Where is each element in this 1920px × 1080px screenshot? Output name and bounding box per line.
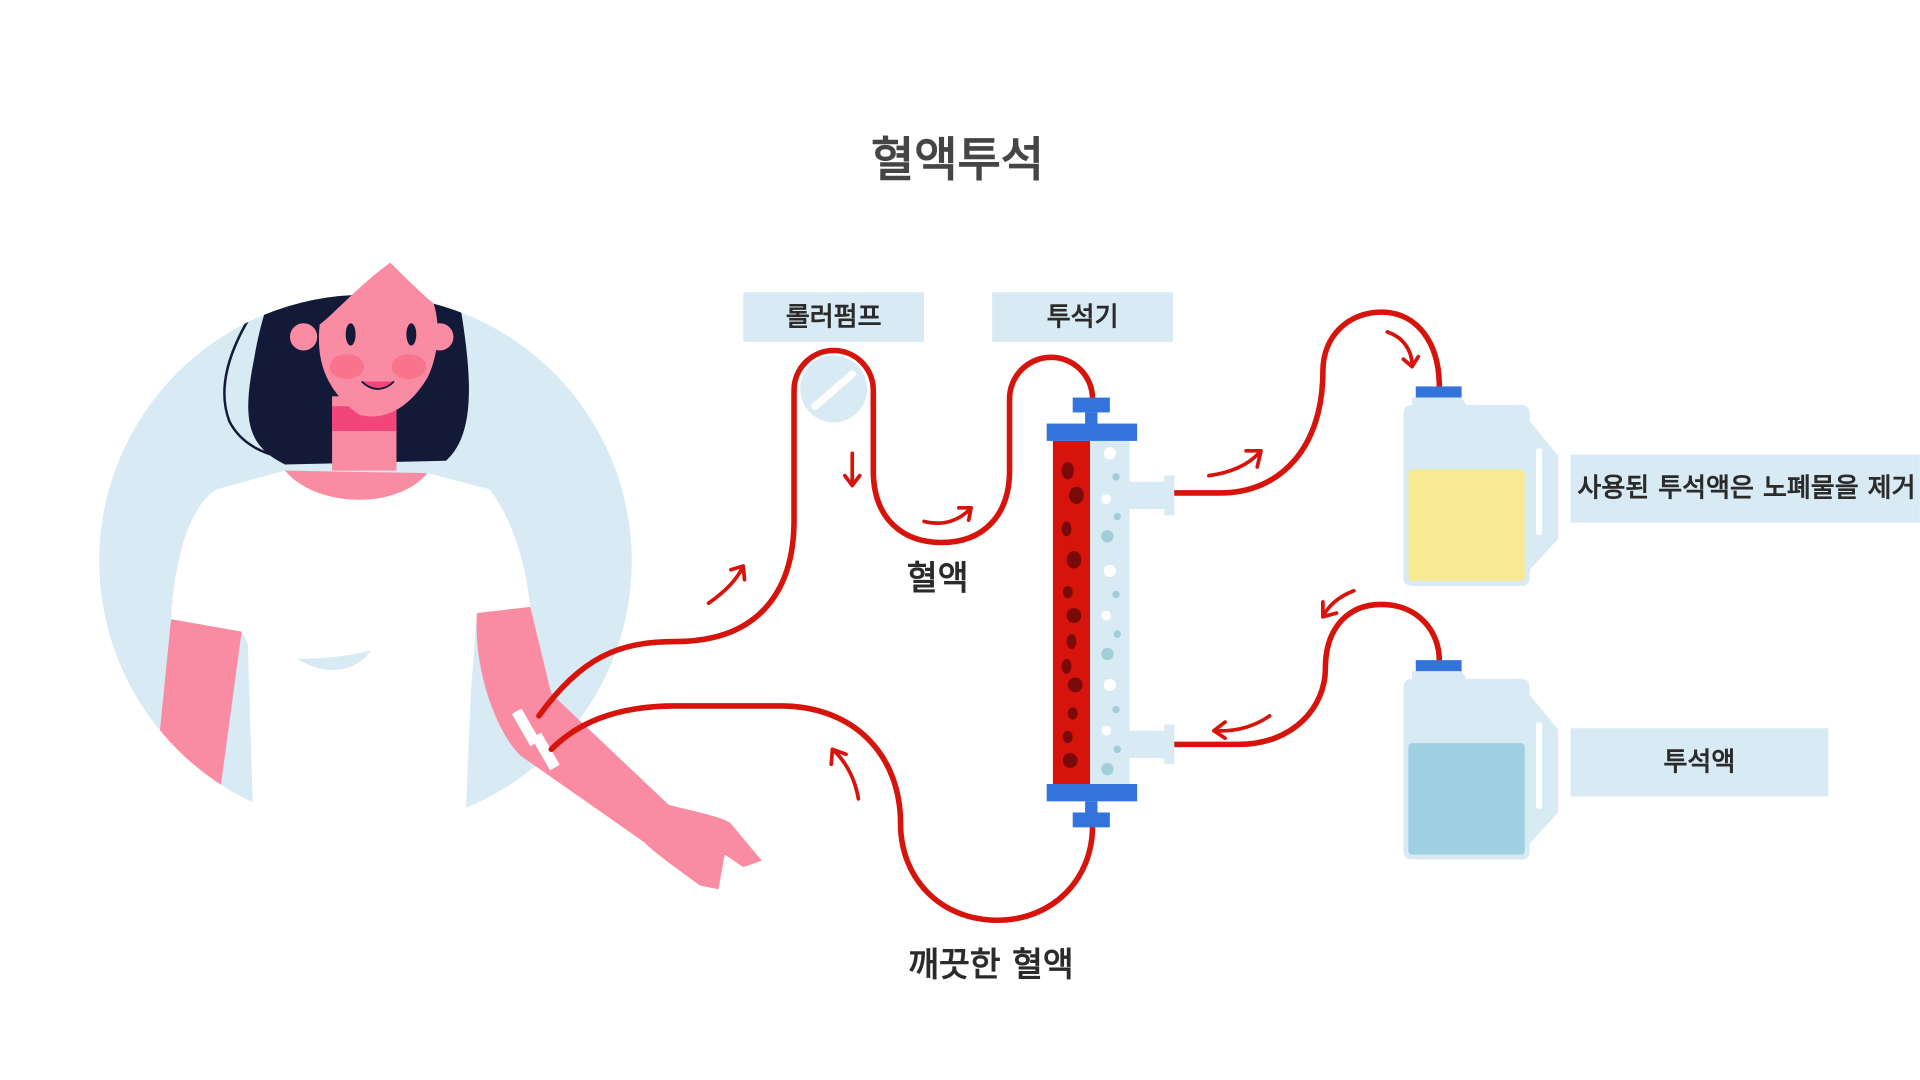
dialyzer-label-box [992,292,1174,342]
dialysate-label-box [1570,728,1829,797]
fresh-dialysate-bottle [1403,660,1559,860]
arrow-icon [922,505,974,525]
roller-pump-label-box [743,292,925,342]
diagram-title: 혈액투석 [871,133,1044,188]
clean-blood-tube [548,703,1096,924]
dialyzer [1046,397,1175,828]
used-dialysate-label: 사용된 투석액은 노폐물을 제거 [1577,474,1915,504]
used-dialysate-tube [1171,309,1443,496]
patient-illustration [99,262,762,890]
dialyzer-label: 투석기 [1047,303,1119,333]
dialysate-label: 투석액 [1664,747,1736,777]
clean-blood-label: 깨끗한 혈액 [908,945,1073,984]
arrow-icon [842,451,862,488]
roller-pump [800,355,868,423]
arrow-icon [1212,714,1272,741]
roller-pump-label: 롤러펌프 [786,303,882,333]
blood-out-tube [536,347,1096,719]
arrow-icon [1207,448,1263,478]
needle-tape [511,708,541,747]
arrow-icon [1321,588,1356,619]
arrow-icon [706,564,747,606]
arm [476,606,762,890]
blood-label: 혈액 [907,559,969,598]
flow-arrows [706,330,1421,801]
used-dialysate-bottle [1403,386,1559,586]
fresh-dialysate-tube [1171,601,1443,748]
used-dialysate-label-box [1570,454,1920,523]
arrow-icon [1385,330,1421,369]
arrow-icon [829,747,861,801]
